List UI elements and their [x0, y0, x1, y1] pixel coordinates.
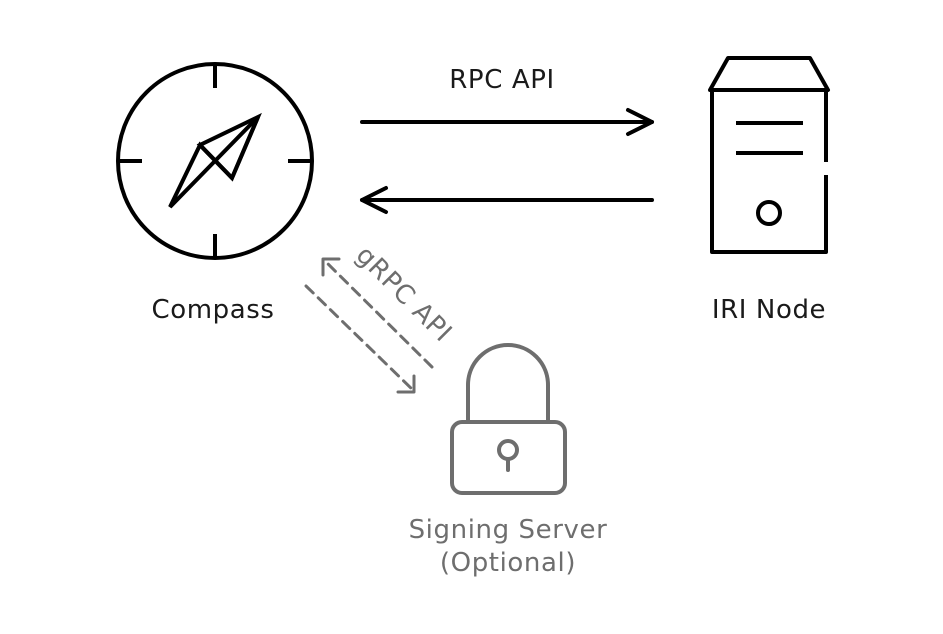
- signing-server-label: Signing Server: [409, 515, 608, 545]
- compass-icon: [116, 62, 314, 260]
- grpc-arrow-down: [304, 284, 416, 394]
- rpc-arrow-right: [360, 108, 654, 136]
- grpc-arrow-up: [321, 257, 434, 369]
- signing-server-optional-label: (Optional): [440, 548, 576, 578]
- rpc-api-label: RPC API: [449, 65, 555, 95]
- compass-label: Compass: [151, 295, 274, 325]
- grpc-api-label: gRPC API: [350, 240, 458, 348]
- rpc-arrow-left: [360, 186, 654, 214]
- padlock-icon: [450, 343, 567, 495]
- server-icon: [708, 56, 830, 254]
- iri-node-label: IRI Node: [712, 295, 826, 325]
